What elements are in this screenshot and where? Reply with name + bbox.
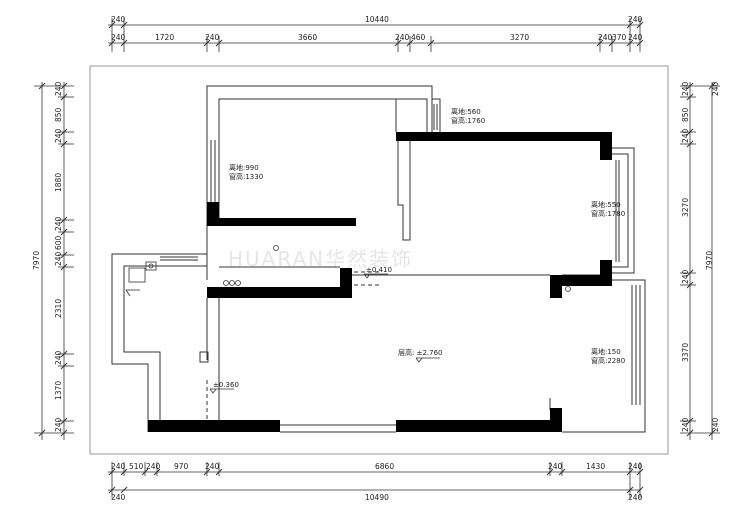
top-seg-9: 240 [628, 33, 643, 42]
bottom-total-label: 10490 [365, 493, 389, 502]
bottom-seg-3: 970 [174, 462, 189, 471]
window-bay-height: 窗高:1780 [591, 209, 625, 218]
bottom-seg-6: 240 [548, 462, 563, 471]
level-main: 层高: ±2.760 [398, 348, 443, 357]
left-seg-1: 850 [54, 107, 63, 122]
left-dimension-ticks [38, 82, 68, 437]
top-end-right: 240 [628, 15, 643, 24]
left-seg-10: 240 [54, 417, 63, 432]
right-seg-5: 3370 [681, 343, 690, 362]
right-seg-4: 240 [681, 269, 690, 284]
left-seg-5: 600 [54, 235, 63, 250]
left-seg-4: 240 [54, 216, 63, 231]
left-seg-3: 1880 [54, 173, 63, 192]
thin-walls [111, 85, 646, 433]
level-bottom: ±0.360 [213, 381, 239, 389]
right-dimension-lines [680, 82, 720, 440]
top-seg-8: 370 [612, 33, 627, 42]
right-end-top: 240 [711, 81, 720, 96]
top-seg-4: 240 [395, 33, 410, 42]
left-total-label: 7970 [32, 251, 41, 270]
door-dashes [206, 271, 380, 425]
left-seg-9: 1370 [54, 381, 63, 400]
right-seg-2: 240 [681, 128, 690, 143]
window-left-height: 窗高:1330 [229, 172, 263, 181]
top-seg-0: 240 [111, 33, 126, 42]
bottom-seg-7: 1430 [586, 462, 605, 471]
window-top-sill: 离地:560 [451, 107, 481, 116]
bottom-seg-2: 240 [146, 462, 161, 471]
left-seg-8: 240 [54, 350, 63, 365]
top-seg-5: 460 [411, 33, 426, 42]
window-left-sill: 离地:990 [229, 163, 259, 172]
left-seg-6: 240 [54, 251, 63, 266]
top-seg-3: 3660 [298, 33, 317, 42]
left-seg-0: 240 [54, 81, 63, 96]
right-total-label: 7970 [705, 251, 714, 270]
solid-walls [148, 132, 612, 432]
window-low-sill: 离地:150 [591, 347, 621, 356]
left-seg-7: 2310 [54, 299, 63, 318]
plan-frame [89, 65, 669, 455]
left-seg-2: 240 [54, 128, 63, 143]
right-dimension-ticks [686, 82, 716, 437]
bottom-seg-0: 240 [111, 462, 126, 471]
top-seg-1: 1720 [155, 33, 174, 42]
top-seg-7: 240 [598, 33, 613, 42]
top-end-left: 240 [111, 15, 126, 24]
fixtures [125, 245, 571, 297]
bottom-seg-8: 240 [628, 462, 643, 471]
top-seg-2: 240 [205, 33, 220, 42]
top-seg-6: 3270 [510, 33, 529, 42]
top-dimension-ticks [108, 21, 644, 47]
level-mid: ±0.410 [366, 266, 392, 274]
right-seg-1: 850 [681, 107, 690, 122]
bottom-seg-5: 6860 [375, 462, 394, 471]
window-low-height: 窗高:2280 [591, 356, 625, 365]
window-bay-sill: 离地:550 [591, 200, 621, 209]
bottom-dimension-lines [108, 462, 641, 498]
left-dimension-lines [34, 82, 74, 440]
right-seg-6: 240 [681, 417, 690, 432]
bottom-seg-4: 240 [205, 462, 220, 471]
window-top-height: 窗高:1760 [451, 116, 485, 125]
bottom-end-right: 240 [628, 493, 643, 502]
right-seg-3: 3270 [681, 198, 690, 217]
level-markers [209, 273, 440, 394]
bottom-end-left: 240 [111, 493, 126, 502]
top-dimension-lines [108, 18, 641, 52]
bottom-seg-1: 510 [129, 462, 144, 471]
bottom-dimension-ticks [108, 468, 644, 494]
right-seg-0: 240 [681, 81, 690, 96]
top-total-label: 10440 [365, 15, 389, 24]
right-end-bottom: 240 [711, 417, 720, 432]
